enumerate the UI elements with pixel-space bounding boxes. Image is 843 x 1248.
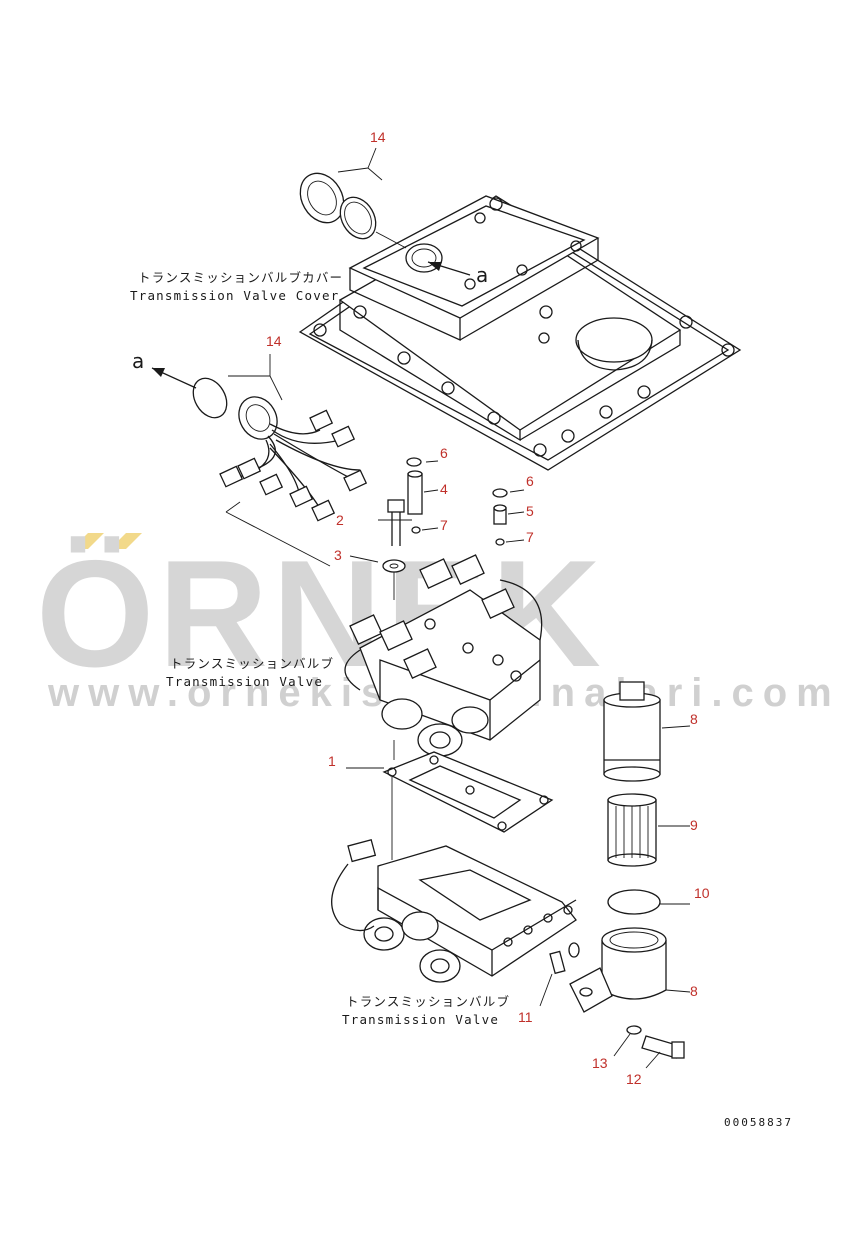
callout-8-top: 8 — [690, 711, 698, 727]
callout-1: 1 — [328, 753, 336, 769]
watermark-accent-left — [72, 533, 104, 549]
upper-valve-drawing — [344, 554, 543, 760]
label-valve-lower-jp: トランスミッションバルブ — [346, 994, 510, 1009]
seal-rings-top — [299, 147, 407, 249]
view-arrow-cover — [427, 261, 471, 276]
valve-cover-drawing — [298, 195, 742, 471]
drawing-code: 00058837 — [724, 1116, 793, 1129]
callout-14-left: 14 — [266, 333, 282, 349]
callout-10: 10 — [694, 885, 710, 901]
callout-11: 11 — [518, 1009, 533, 1025]
label-valve-upper-jp: トランスミッションバルブ — [170, 656, 334, 671]
view-a-cover-label: a — [476, 263, 488, 287]
view-a-left-label: a — [132, 349, 144, 373]
callout-5: 5 — [526, 503, 534, 519]
callout-4: 4 — [440, 481, 448, 497]
label-valve-lower-en: Transmission Valve — [342, 1012, 499, 1027]
label-valve-cover-jp: トランスミッションバルブカバー — [138, 270, 343, 285]
callout-8-bottom: 8 — [690, 983, 698, 999]
callout-12: 12 — [626, 1071, 642, 1087]
callout-2: 2 — [336, 512, 344, 528]
callout-6-right: 6 — [526, 473, 534, 489]
callout-13: 13 — [592, 1055, 608, 1071]
callout-14-top: 14 — [370, 129, 386, 145]
wire-harness — [192, 354, 368, 567]
view-arrow-left — [151, 367, 197, 389]
label-valve-upper-en: Transmission Valve — [166, 674, 323, 689]
callout-6-left: 6 — [440, 445, 448, 461]
gasket-drawing — [382, 751, 554, 860]
callout-9: 9 — [690, 817, 698, 833]
callout-7-left: 7 — [440, 517, 448, 533]
leader-lines — [346, 460, 691, 1069]
filter-assembly — [549, 681, 685, 1059]
label-valve-cover-en: Transmission Valve Cover — [130, 288, 339, 303]
callout-7-right: 7 — [526, 529, 534, 545]
watermark-accent-right — [110, 533, 142, 549]
lower-valve-drawing — [331, 838, 577, 983]
callout-3: 3 — [334, 547, 342, 563]
small-parts — [382, 457, 508, 600]
